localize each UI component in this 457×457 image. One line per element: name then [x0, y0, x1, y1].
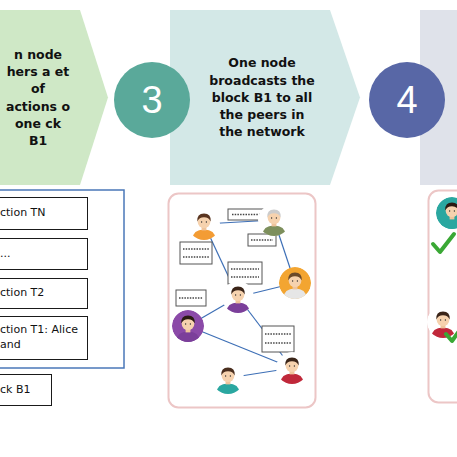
text-area: ck B1: [0, 375, 49, 405]
transaction-box: ction T1: Alice and: [0, 316, 88, 360]
text-area: ction T1: Alice and: [0, 317, 85, 359]
transaction-box: ction TN: [0, 197, 88, 230]
text-area: 4: [369, 62, 445, 138]
step-arrow: One node broadcasts the block B1 to all …: [170, 10, 360, 185]
step-number: 4: [369, 62, 445, 138]
step-arrow: n node hers a et of actions o one ck B1: [0, 10, 108, 185]
text-area: One node broadcasts the block B1 to all …: [208, 10, 316, 185]
network-panel: [429, 191, 457, 403]
node-text: ction T2: [0, 286, 85, 301]
text-area: 3: [114, 62, 190, 138]
arrow-outline: [0, 10, 108, 185]
node-text: ck B1: [0, 383, 49, 398]
text-area: ction TN: [0, 198, 85, 229]
block-label-box: ck B1: [0, 374, 52, 406]
node-text: One node broadcasts the block B1 to all …: [208, 54, 316, 140]
node-text: ction TN: [0, 206, 85, 221]
text-area: ...: [0, 239, 85, 269]
transaction-box: ction T2: [0, 278, 88, 309]
network-panel: [169, 194, 316, 408]
arrow-shape: [0, 10, 108, 185]
peer-avatars: [172, 204, 311, 396]
step-number-text: 4: [396, 81, 417, 119]
peer-avatars: [427, 197, 457, 340]
step-number-text: 3: [141, 81, 162, 119]
node-text: ction T1: Alice and: [0, 323, 85, 353]
step-number: 3: [114, 62, 190, 138]
arrow-outline: [170, 10, 360, 185]
check-marks: [433, 234, 457, 341]
text-area: n node hers a et of actions o one ck B1: [4, 10, 72, 185]
transaction-box: ...: [0, 238, 88, 270]
text-area: ction T2: [0, 279, 85, 308]
node-text: ...: [0, 247, 85, 262]
node-text: n node hers a et of actions o one ck B1: [4, 46, 72, 150]
